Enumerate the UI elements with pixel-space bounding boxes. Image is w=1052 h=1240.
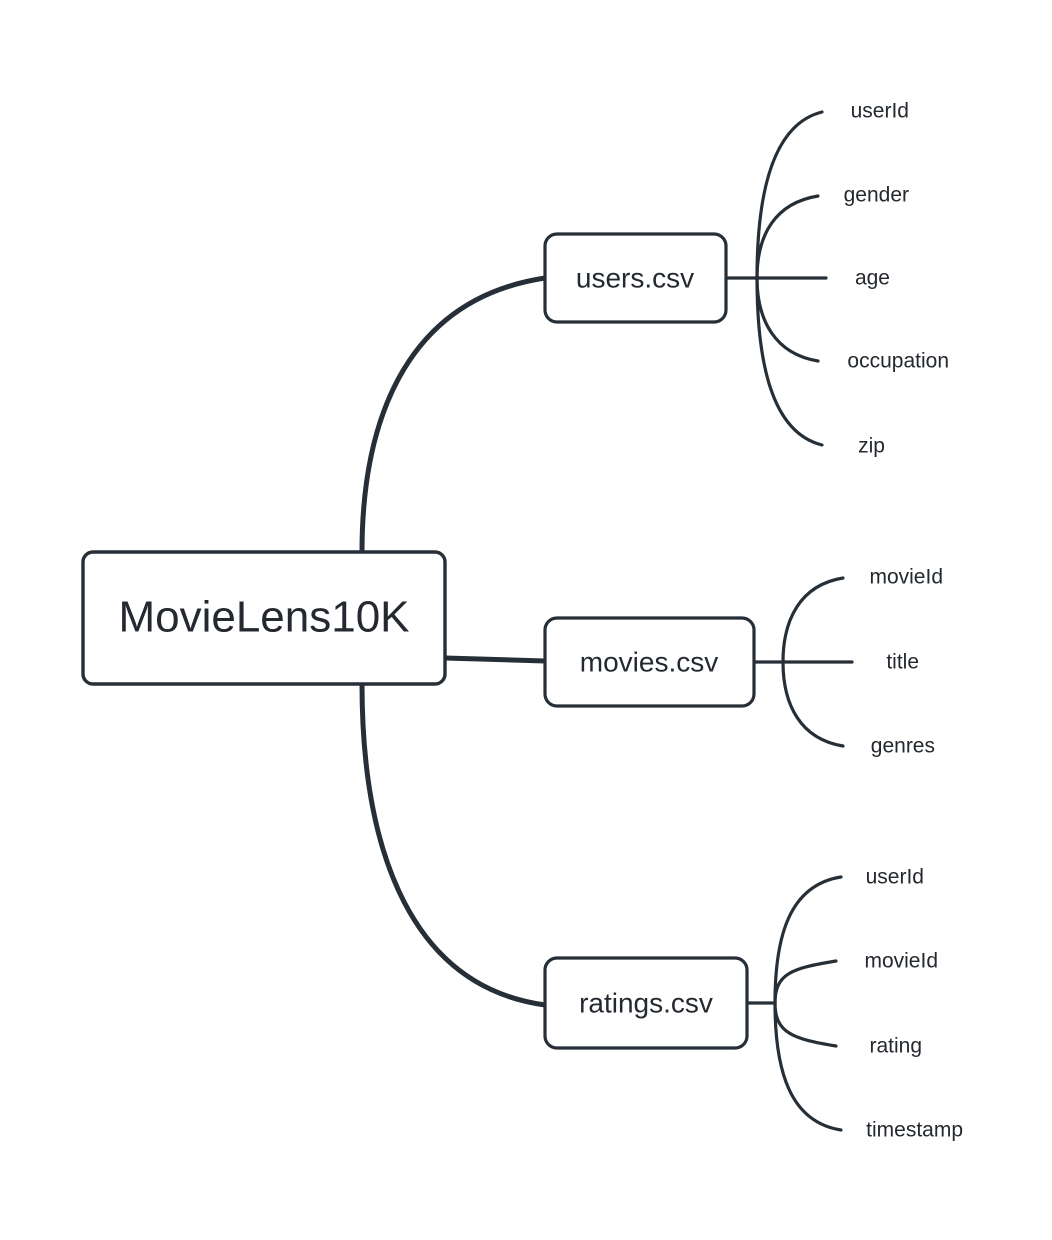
branch-movies-leaf-labels: movieId title genres [869,566,943,758]
edge-ratings-to-movieid [773,959,838,1005]
branch-ratings-leaf-edges [773,875,843,1132]
leaf-label-movies-title: title [886,651,919,674]
edge-ratings-to-timestamp [773,1001,843,1132]
leaf-label-users-userid: userId [851,100,909,123]
branch-users-leaf-edges [755,110,828,447]
edge-ratings-to-rating [773,1001,838,1048]
root-edges [359,275,548,1008]
leaf-label-movies-genres: genres [871,735,935,758]
branch-users-leaf-labels: userId gender age occupation zip [844,100,949,458]
edge-users-to-occupation [755,276,820,363]
node-root[interactable]: MovieLens10K [81,550,447,686]
branch-users[interactable]: users.csv userId gender age occupation z… [543,100,949,458]
edge-root-to-users [359,275,548,555]
edge-users-to-userid [755,110,824,280]
edge-root-to-movies [442,655,548,664]
leaf-label-ratings-movieid: movieId [864,950,938,973]
node-ratings-csv-box[interactable] [543,956,749,1050]
edge-root-to-ratings [359,681,548,1008]
node-users-csv-box[interactable] [543,232,728,324]
leaf-label-ratings-timestamp: timestamp [866,1119,963,1142]
branch-movies[interactable]: movies.csv movieId title genres [543,566,943,758]
leaf-label-users-gender: gender [844,184,909,207]
edge-movies-to-movieid [781,576,845,664]
leaf-label-users-age: age [855,267,890,290]
node-movies-csv-label: movies.csv [580,646,718,677]
node-users-csv-label: users.csv [576,262,694,293]
node-movies-csv-box[interactable] [543,616,756,708]
leaf-label-movies-movieid: movieId [869,566,943,589]
leaf-label-ratings-userid: userId [866,866,924,889]
edge-users-to-zip [755,276,824,447]
branch-movies-leaf-edges [781,576,854,748]
leaf-label-users-zip: zip [858,435,885,458]
leaf-label-ratings-rating: rating [869,1035,922,1058]
node-root-label: MovieLens10K [118,593,409,642]
edge-movies-to-genres [781,660,845,748]
branch-ratings[interactable]: ratings.csv userId movieId rating timest… [543,866,963,1142]
edge-ratings-to-userid [773,875,843,1005]
leaf-label-users-occupation: occupation [847,350,949,373]
node-root-box[interactable] [81,550,447,686]
edge-users-to-gender [755,194,820,280]
node-ratings-csv-label: ratings.csv [579,987,713,1018]
branch-ratings-leaf-labels: userId movieId rating timestamp [864,866,963,1142]
